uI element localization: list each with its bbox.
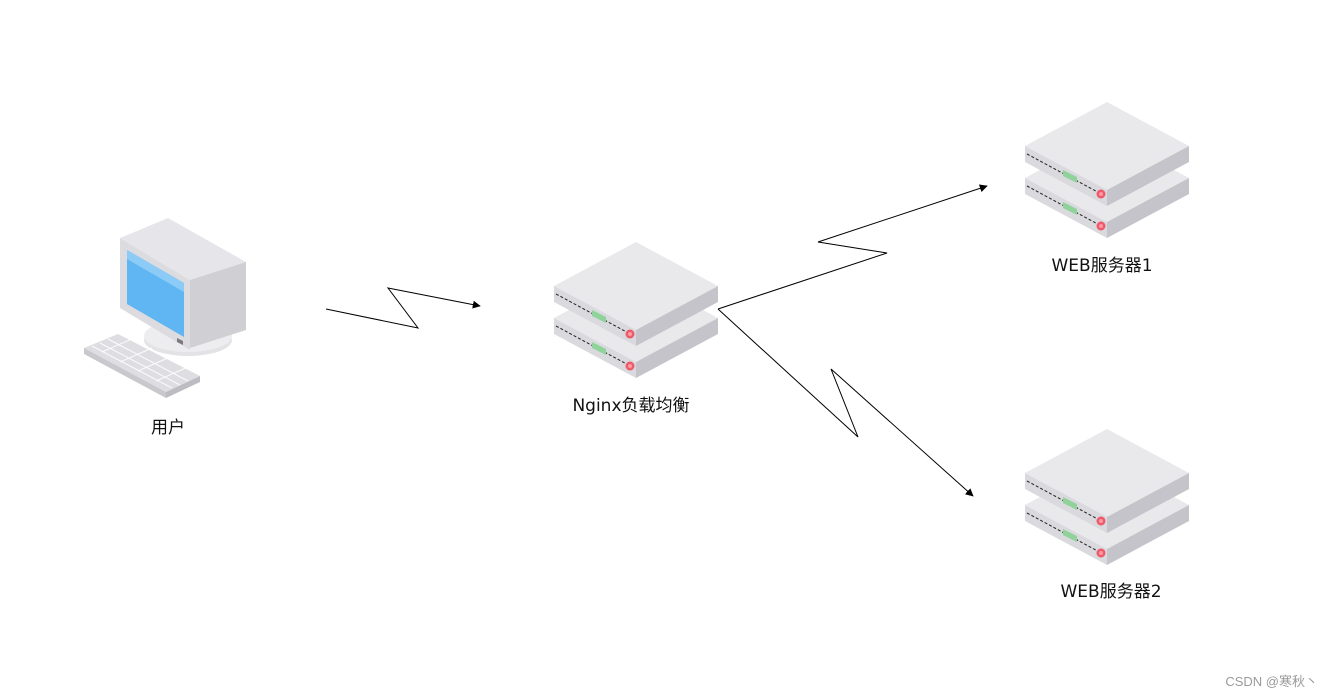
watermark: CSDN @寒秋丶	[1225, 674, 1318, 689]
nginx-to-web2-arrow	[717, 308, 974, 497]
web-server-1-label: WEB服务器1	[1051, 256, 1152, 276]
computer-icon	[84, 218, 246, 398]
nginx-to-web1-arrow	[717, 184, 988, 310]
user-to-nginx-arrow	[325, 287, 481, 329]
nginx-label: Nginx负载均衡	[572, 396, 689, 416]
web-server-2-label: WEB服务器2	[1060, 582, 1161, 602]
web-server-1-icon	[1025, 102, 1189, 238]
web-server-2-icon	[1025, 429, 1189, 565]
user-label: 用户	[151, 418, 185, 438]
nginx-server-icon	[554, 242, 718, 378]
